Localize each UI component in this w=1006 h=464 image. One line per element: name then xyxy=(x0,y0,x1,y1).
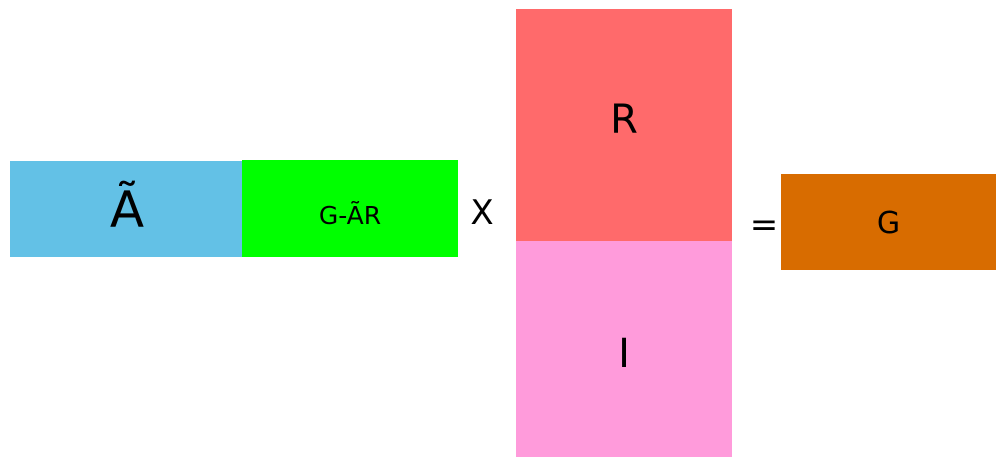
g-block: G xyxy=(781,174,996,270)
r-block: R xyxy=(516,9,732,241)
a-tilde-label: Ã xyxy=(109,181,145,239)
g-minus-ar-label: G-ÃR xyxy=(318,201,382,230)
g-minus-ar-block: G-ÃR xyxy=(242,160,458,257)
multiply-operator: X xyxy=(470,193,494,233)
i-block: I xyxy=(516,241,732,457)
equals-operator: = xyxy=(749,205,779,245)
a-tilde-block: Ã xyxy=(10,161,244,257)
i-label: I xyxy=(618,331,630,377)
g-label: G xyxy=(876,206,901,241)
r-label: R xyxy=(610,97,638,143)
